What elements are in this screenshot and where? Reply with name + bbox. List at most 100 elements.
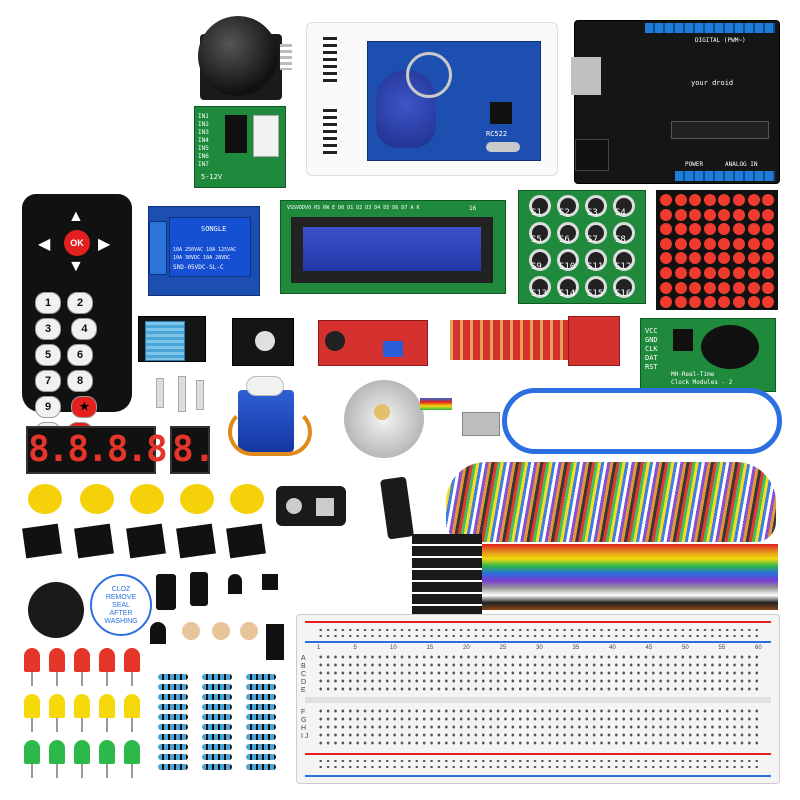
button-cap-3[interactable]	[130, 484, 164, 514]
led-leg	[106, 718, 108, 732]
lcd-screen	[303, 227, 481, 271]
resistor	[246, 714, 276, 720]
key-1[interactable]: 1	[35, 292, 61, 314]
key-7[interactable]: 7	[35, 370, 61, 392]
rtc-pin-labels: VCC GND CLK DAT RST	[645, 327, 667, 372]
keypad-key-s3[interactable]	[585, 195, 607, 217]
button-cap-5[interactable]	[230, 484, 264, 514]
matrix-led	[733, 237, 745, 250]
tactile-switch-1[interactable]	[22, 523, 62, 559]
keypad-key-s16[interactable]	[613, 276, 635, 298]
numpad: 123 456 789 ★0#	[32, 290, 126, 446]
arrow-right-icon[interactable]: ▶	[98, 236, 111, 253]
keypad-key-s8[interactable]	[613, 222, 635, 244]
key-5[interactable]: 5	[35, 344, 61, 366]
lcd-header-label: VSSVDDV0 RS RW E D0 D1 D2 D3 D4 D5 D6 D7…	[287, 205, 420, 211]
joystick-knob	[198, 16, 278, 96]
keypad-key-s14[interactable]	[557, 276, 579, 298]
tactile-switch-4[interactable]	[176, 523, 216, 559]
analog-label: ANALOG IN	[725, 161, 758, 168]
keypad-key-s9[interactable]	[529, 249, 551, 271]
resistor	[202, 694, 232, 700]
pin-in2: IN2	[198, 121, 209, 128]
led-red	[124, 648, 140, 672]
arrow-left-icon[interactable]: ◀	[38, 236, 51, 253]
keypad-key-s4[interactable]	[613, 195, 635, 217]
matrix-led	[718, 194, 731, 206]
keypad-key-s1[interactable]	[529, 195, 551, 217]
matrix-led	[747, 281, 760, 294]
stepper-motor	[344, 376, 454, 460]
key-2[interactable]: 2	[67, 292, 93, 314]
column-number: 50	[682, 645, 689, 651]
key-6[interactable]: 6	[67, 344, 93, 366]
standoffs	[152, 376, 212, 418]
matrix-led	[660, 296, 672, 309]
holes-upper	[317, 653, 763, 693]
driver-chip	[225, 115, 247, 153]
matrix-led	[674, 252, 687, 265]
matrix-led	[674, 223, 687, 236]
pin-in3: IN3	[198, 129, 209, 136]
keypad-key-label: S5	[531, 235, 542, 245]
resistor	[158, 674, 188, 680]
usb-port	[571, 57, 601, 95]
led-green	[74, 740, 90, 764]
column-number: 35	[572, 645, 580, 651]
matrix-led	[747, 208, 760, 221]
keypad-key-s11[interactable]	[585, 249, 607, 271]
rtc-subtitle: Clock Modules - 2	[671, 379, 733, 386]
resistor	[246, 684, 276, 690]
keypad-key-s7[interactable]	[585, 222, 607, 244]
capacitor-2	[190, 572, 208, 606]
matrix-led	[674, 296, 687, 309]
keypad-key-label: S14	[559, 289, 576, 299]
button-cap-1[interactable]	[28, 484, 62, 514]
dupont-headers	[412, 534, 482, 618]
keypad-key-s13[interactable]	[529, 276, 551, 298]
keypad-key-label: S12	[615, 262, 632, 272]
relay-terminal	[149, 221, 167, 275]
led-leg	[131, 718, 133, 732]
rfid-board: RC522	[367, 41, 541, 161]
resistor	[202, 764, 232, 770]
matrix-led	[703, 296, 716, 309]
tactile-switch-5[interactable]	[226, 523, 266, 559]
tactile-switch-3[interactable]	[126, 523, 166, 559]
clip-terminal-1	[286, 498, 302, 514]
key-3[interactable]: 3	[35, 318, 61, 340]
keypad-key-s6[interactable]	[557, 222, 579, 244]
keypad-key-s10[interactable]	[557, 249, 579, 271]
relay-module: SONGLE 10A 250VAC 10A 125VAC 10A 30VDC 1…	[148, 206, 260, 296]
button-cap-4[interactable]	[180, 484, 214, 514]
button-cap-2[interactable]	[80, 484, 114, 514]
matrix-led	[718, 252, 731, 265]
led-yellow	[74, 694, 90, 718]
center-channel	[305, 697, 771, 703]
keypad-key-s5[interactable]	[529, 222, 551, 244]
key-9[interactable]: 9	[35, 396, 61, 418]
arrow-up-icon[interactable]: ▲	[68, 208, 84, 225]
keypad-key-s15[interactable]	[585, 276, 607, 298]
driver-connector	[253, 115, 279, 157]
column-number: 20	[463, 645, 470, 651]
keypad-key-s12[interactable]	[613, 249, 635, 271]
matrix-led	[762, 281, 775, 294]
ok-button[interactable]: OK	[64, 230, 90, 256]
ic-chip	[266, 624, 284, 660]
tactile-switch-2[interactable]	[74, 523, 114, 559]
rtc-module: VCC GND CLK DAT RST MH-Real-Time Clock M…	[640, 318, 776, 392]
key-8[interactable]: 8	[67, 370, 93, 392]
arduino-board: DIGITAL (PWM~) your droid POWER ANALOG I…	[571, 20, 780, 184]
arrow-down-icon[interactable]: ▼	[68, 258, 84, 275]
rfid-crystal	[486, 142, 520, 152]
key-star[interactable]: ★	[71, 396, 98, 418]
resistor	[158, 684, 188, 690]
matrix-led	[718, 267, 731, 279]
keypad-key-label: S1	[531, 208, 542, 218]
led-red	[74, 648, 90, 672]
key-4[interactable]: 4	[71, 318, 98, 340]
keypad-key-s2[interactable]	[557, 195, 579, 217]
